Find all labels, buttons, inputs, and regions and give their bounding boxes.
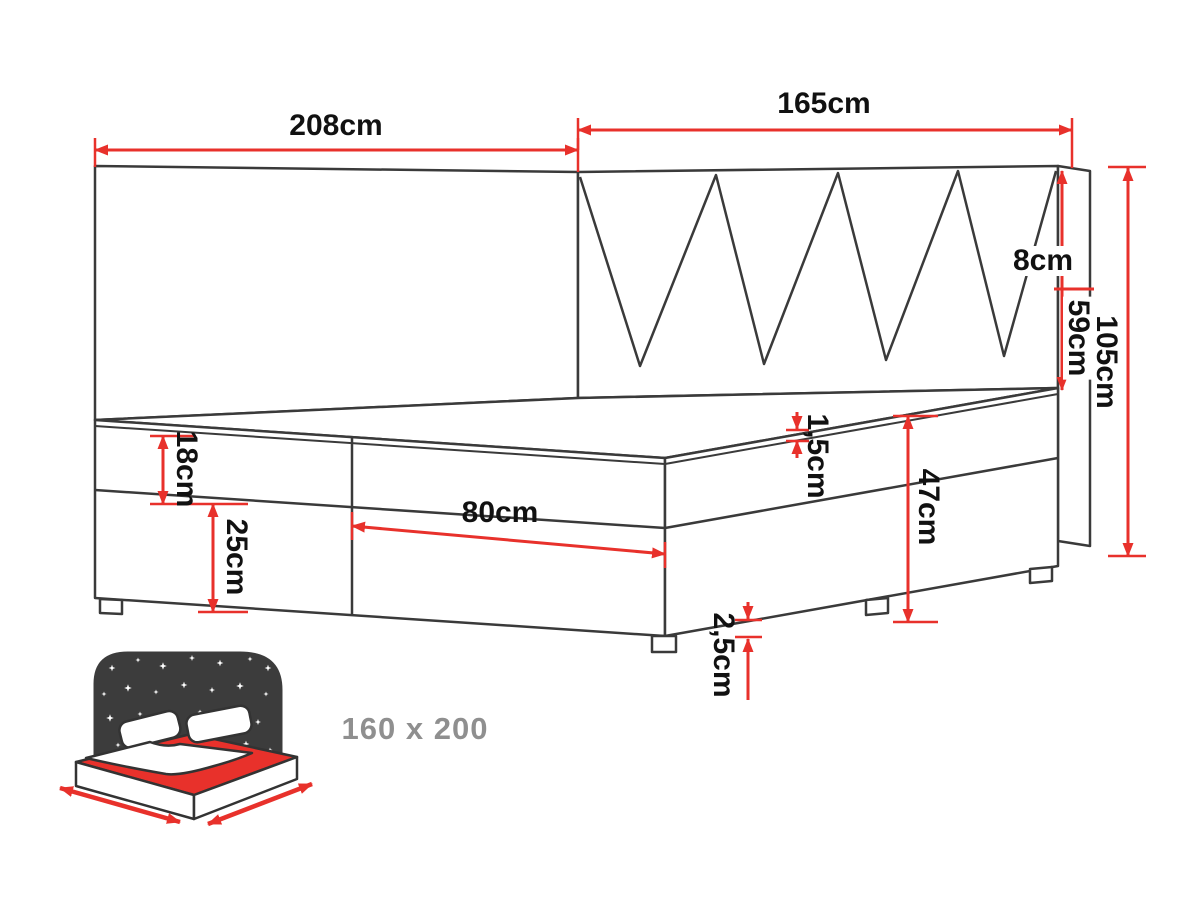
dim-label-25: 25cm <box>220 518 253 596</box>
dim-18-line <box>150 434 196 505</box>
icon-pillows <box>118 704 253 750</box>
bed-foot <box>864 596 890 617</box>
dim-165-line <box>576 118 1074 168</box>
dim-label-165: 165cm <box>777 87 871 120</box>
icon-measure-arrows <box>59 781 313 827</box>
dim-label-105: 105cm <box>1090 315 1123 409</box>
dim-label-47: 47cm <box>912 468 945 546</box>
dim-label-2-5: 2,5cm <box>707 612 740 698</box>
dim-80-line <box>350 512 667 568</box>
dim-47-line <box>893 414 938 624</box>
dim-1_5-line <box>786 412 809 458</box>
bed-foot <box>650 634 678 654</box>
dim-2_5-line <box>735 602 762 700</box>
icon-duvet <box>84 740 254 776</box>
dim-label-8: 8cm <box>1009 246 1077 276</box>
dim-25-line <box>150 502 248 614</box>
bed-feet <box>98 565 1054 654</box>
bed-drawing <box>93 164 1092 654</box>
dim-label-18: 18cm <box>170 430 203 508</box>
dim-label-80: 80cm <box>461 496 539 529</box>
dim-105-line <box>1108 165 1146 558</box>
bed-foot <box>1028 565 1054 585</box>
dim-label-1-5: 1,5cm <box>801 413 834 499</box>
size-label: 160 x 200 <box>341 711 489 746</box>
dim-label-208: 208cm <box>289 109 383 142</box>
dim-label-59: 59cm <box>1062 296 1095 380</box>
bed-size-icon <box>59 651 313 827</box>
bed-right-face <box>663 386 1060 638</box>
bed-foot <box>98 597 124 616</box>
length-arrow-icon <box>207 781 313 827</box>
dimension-lines <box>93 118 1146 700</box>
width-arrow-icon <box>59 785 181 825</box>
left-headboard-panel <box>93 164 580 422</box>
topper-seam-line <box>94 393 1059 465</box>
pillow-icon <box>185 704 253 744</box>
headboard-triangle-pattern <box>578 169 1058 368</box>
